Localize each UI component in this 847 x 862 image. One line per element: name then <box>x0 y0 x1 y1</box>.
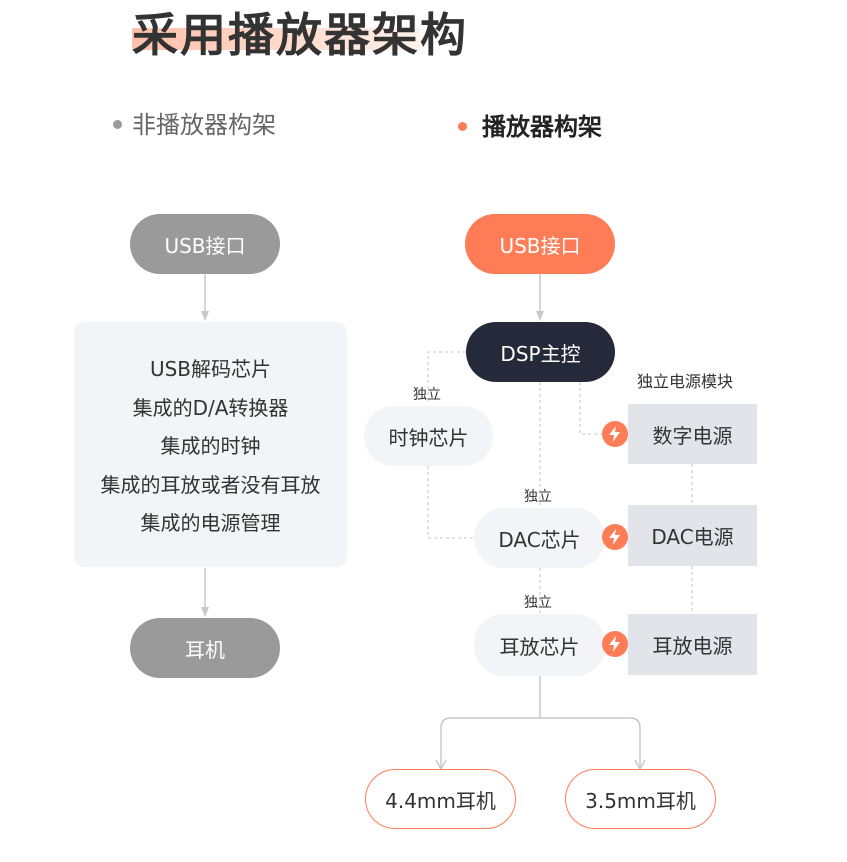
clock-chip-node: 时钟芯片 <box>364 406 493 466</box>
independent-label-dac: 独立 <box>524 489 552 505</box>
amp-chip-node: 耳放芯片 <box>474 614 605 676</box>
split-to-outputs-line <box>440 717 641 768</box>
amp-power-node: 耳放电源 <box>628 614 757 675</box>
dsp-to-digital-power-line <box>579 382 604 435</box>
dsp-node: DSP主控 <box>466 322 615 382</box>
digital-power-node: 数字电源 <box>628 404 757 464</box>
lightning-icon <box>602 421 628 447</box>
power-module-label: 独立电源模块 <box>637 372 734 391</box>
clock-to-dac-line <box>427 466 474 539</box>
right-heading-dot <box>458 122 467 131</box>
left-headphone-node: 耳机 <box>130 618 280 678</box>
left-usb-node: USB接口 <box>130 214 280 274</box>
feature-item: 集成的时钟 <box>160 434 261 459</box>
dac-power-node: DAC电源 <box>628 505 757 566</box>
dac-chip-node: DAC芯片 <box>474 508 605 568</box>
title-highlight <box>132 28 420 50</box>
right-heading: 播放器构架 <box>482 113 602 141</box>
feature-item: 集成的D/A转换器 <box>132 395 289 420</box>
page-title: 采用播放器架构 <box>132 8 468 62</box>
output-44mm-node: 4.4mm耳机 <box>365 769 516 829</box>
lightning-icon <box>602 524 628 550</box>
feature-item: 集成的电源管理 <box>140 511 281 536</box>
left-heading-dot <box>113 120 122 129</box>
lightning-icon <box>602 631 628 657</box>
output-35mm-node: 3.5mm耳机 <box>565 769 716 829</box>
dsp-to-clock-line <box>427 351 466 404</box>
feature-item: 集成的耳放或者没有耳放 <box>100 472 321 497</box>
independent-label-clock: 独立 <box>413 387 441 403</box>
feature-item: USB解码芯片 <box>149 357 272 381</box>
independent-label-amp: 独立 <box>524 595 552 611</box>
left-features-box: USB解码芯片 集成的D/A转换器 集成的时钟 集成的耳放或者没有耳放 集成的电… <box>74 322 347 567</box>
left-heading: 非播放器构架 <box>132 111 276 139</box>
right-usb-node: USB接口 <box>465 214 615 274</box>
